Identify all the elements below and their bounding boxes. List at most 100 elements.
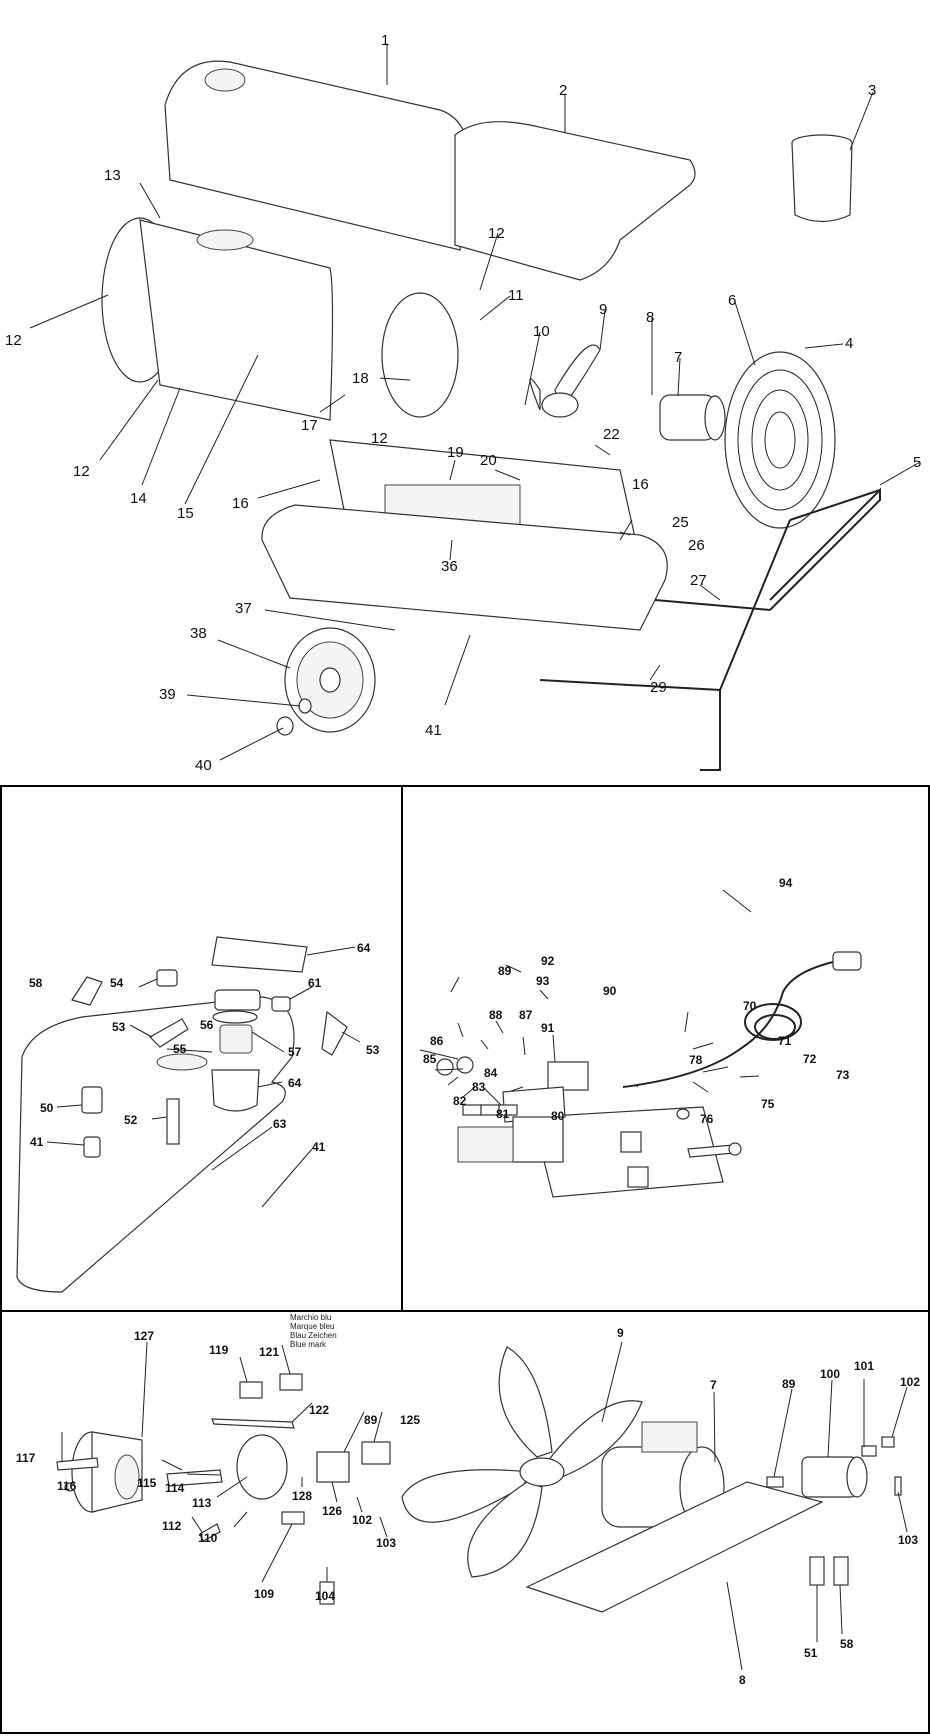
callout-62: 64 xyxy=(357,941,371,955)
callout-125: 122 xyxy=(309,1403,329,1417)
callout-16-a: 16 xyxy=(232,495,249,512)
part-53-hose-right xyxy=(321,1010,348,1056)
callout-7: 7 xyxy=(674,349,682,366)
callout-128: 128 xyxy=(292,1489,312,1503)
callout-11: 11 xyxy=(508,287,524,304)
callout-114: 113 xyxy=(192,1496,212,1510)
part-81-base xyxy=(457,1126,514,1163)
part-118-bracket xyxy=(56,1457,99,1471)
fuel-diagram-svg: 64 58 54 61 53 53 56 55 57 64 50 52 41 6… xyxy=(16,936,380,1293)
callout-121: 119 xyxy=(209,1343,229,1357)
callout-127: 126 xyxy=(322,1504,342,1518)
callout-5: 5 xyxy=(913,454,921,471)
callout-64: 64 xyxy=(288,1076,302,1090)
main-exploded-view: 1 2 3 4 5 6 7 8 9 10 11 12 12 12 12 13 1… xyxy=(0,0,930,785)
filter-assembly xyxy=(211,989,261,1112)
callout-104-right: 103 xyxy=(898,1533,918,1547)
callout-14: 14 xyxy=(130,490,147,507)
callout-54: 54 xyxy=(110,976,124,990)
part-38-wheel xyxy=(284,627,376,733)
part-52-pipe xyxy=(166,1098,180,1145)
callout-115: 114 xyxy=(165,1481,185,1495)
part-86-terminal-block xyxy=(462,1104,518,1116)
callout-8: 8 xyxy=(646,309,654,326)
callout-73: 73 xyxy=(836,1068,850,1082)
part-6-fan-guard xyxy=(724,351,836,529)
callout-58-detail: 58 xyxy=(840,1637,854,1651)
callout-40: 40 xyxy=(195,757,212,774)
part-100-coupling xyxy=(766,1476,784,1488)
callout-27: 27 xyxy=(690,572,707,589)
callout-25: 25 xyxy=(672,514,689,531)
callout-53-left: 53 xyxy=(112,1020,126,1034)
callout-9-detail: 9 xyxy=(617,1326,624,1340)
callout-9: 9 xyxy=(599,301,607,318)
part-126-coil xyxy=(361,1441,391,1465)
marker-note-it: Marchio blu xyxy=(290,1313,331,1322)
callout-78: 78 xyxy=(689,1053,703,1067)
part-101-pump xyxy=(801,1456,868,1498)
callout-56: 56 xyxy=(200,1018,214,1032)
callout-116: 115 xyxy=(137,1476,157,1490)
callout-88: 88 xyxy=(489,1008,503,1022)
callout-80: 80 xyxy=(551,1109,565,1123)
callout-50: 41 xyxy=(30,1135,44,1149)
fuel-system-panel: 64 58 54 61 53 53 56 55 57 64 50 52 41 6… xyxy=(0,785,403,1312)
callout-103-right: 102 xyxy=(900,1375,920,1389)
callout-89: 89 xyxy=(498,964,512,978)
part-53-hose-left xyxy=(149,1018,189,1048)
callout-87: 87 xyxy=(519,1008,533,1022)
callout-41: 41 xyxy=(425,722,442,739)
callout-113: 112 xyxy=(162,1519,182,1533)
callout-36: 36 xyxy=(441,558,458,575)
callout-1: 1 xyxy=(381,32,389,49)
callout-51-detail: 51 xyxy=(804,1646,818,1660)
part-73-knob xyxy=(728,1142,742,1156)
callout-12-a: 12 xyxy=(488,225,505,242)
part-54-fitting xyxy=(156,969,178,987)
callout-91: 91 xyxy=(541,1021,555,1035)
part-15-combustion-chamber xyxy=(139,219,334,421)
part-104-pin-right xyxy=(894,1476,902,1496)
callout-15: 15 xyxy=(177,505,194,522)
callout-13: 13 xyxy=(104,167,121,184)
callout-6: 6 xyxy=(728,292,736,309)
callout-10: 10 xyxy=(533,323,550,340)
callout-70: 70 xyxy=(743,999,757,1013)
part-121-electrode xyxy=(239,1381,263,1399)
part-114-disc xyxy=(236,1434,288,1500)
callout-12-b: 12 xyxy=(5,332,22,349)
part-41-tank xyxy=(261,504,668,631)
callout-94: 94 xyxy=(779,876,793,890)
part-58-elbow xyxy=(71,976,103,1006)
part-39-washer xyxy=(298,698,312,714)
callout-110: 109 xyxy=(254,1587,274,1601)
callout-112: 110 xyxy=(198,1531,218,1545)
callout-37: 37 xyxy=(235,600,252,617)
part-103-fitting-right xyxy=(881,1436,895,1448)
callout-52: 52 xyxy=(124,1113,138,1127)
callout-90: 90 xyxy=(603,984,617,998)
callout-8-detail: 8 xyxy=(739,1673,746,1687)
callout-17: 17 xyxy=(301,417,318,434)
marker-note-de: Blau Zeichen xyxy=(290,1331,337,1340)
callout-89-detail: 89 xyxy=(364,1413,378,1427)
marker-note-fr: Marque bleu xyxy=(290,1322,334,1331)
callout-119: 127 xyxy=(134,1329,154,1343)
callout-58: 58 xyxy=(29,976,43,990)
callout-93: 93 xyxy=(536,974,550,988)
marker-note-en: Blue mark xyxy=(290,1340,327,1349)
callout-19: 19 xyxy=(447,444,464,461)
callout-12-d: 12 xyxy=(371,430,388,447)
callout-41-fuel: 41 xyxy=(312,1140,326,1154)
callout-100: 89 xyxy=(782,1377,796,1391)
part-71-fuse xyxy=(676,1108,690,1120)
part-5-handle-frame xyxy=(539,487,881,771)
callout-84: 84 xyxy=(484,1066,498,1080)
callout-20: 20 xyxy=(480,452,497,469)
part-113-sleeve xyxy=(199,1523,221,1542)
part-78-switch xyxy=(620,1131,642,1153)
callout-61: 61 xyxy=(308,976,322,990)
callout-39: 39 xyxy=(159,686,176,703)
part-2-rear-shell xyxy=(454,121,696,281)
